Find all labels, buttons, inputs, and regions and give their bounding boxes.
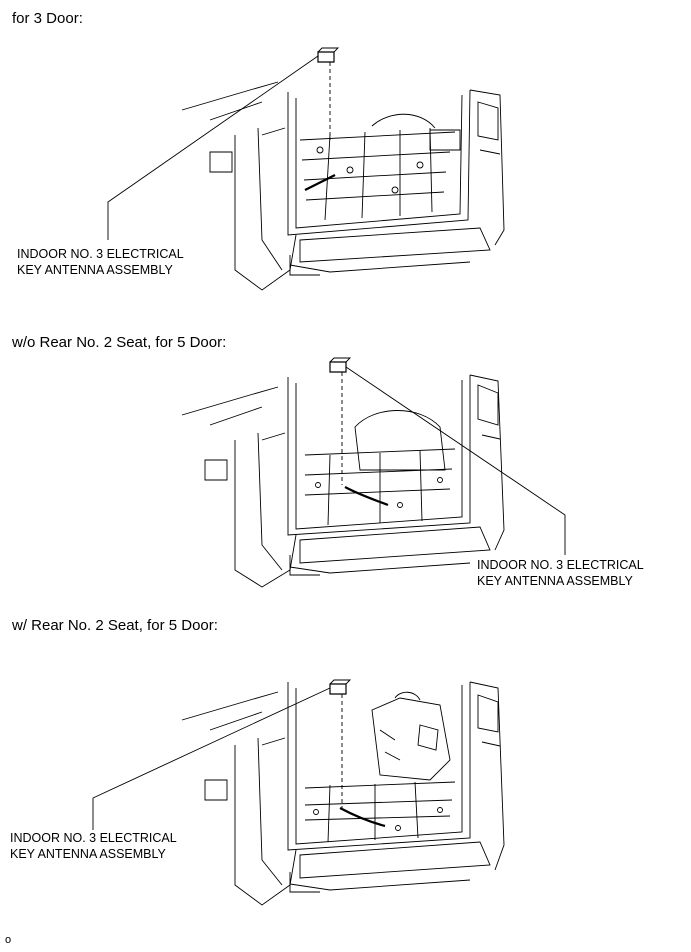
- callout-line-1: INDOOR NO. 3 ELECTRICAL: [17, 247, 184, 261]
- callout-line-2: KEY ANTENNA ASSEMBLY: [17, 263, 173, 277]
- section-heading-5-door-without-seat: w/o Rear No. 2 Seat, for 5 Door:: [12, 334, 227, 351]
- callout-line-1: INDOOR NO. 3 ELECTRICAL: [10, 831, 177, 845]
- callout-label-3-door: INDOOR NO. 3 ELECTRICAL KEY ANTENNA ASSE…: [17, 246, 184, 278]
- callout-label-5-door-without-seat: INDOOR NO. 3 ELECTRICAL KEY ANTENNA ASSE…: [477, 557, 644, 589]
- section-heading-3-door: for 3 Door:: [12, 10, 83, 27]
- section-heading-5-door-with-seat: w/ Rear No. 2 Seat, for 5 Door:: [12, 617, 218, 634]
- callout-line-1: INDOOR NO. 3 ELECTRICAL: [477, 558, 644, 572]
- callout-label-5-door-with-seat: INDOOR NO. 3 ELECTRICAL KEY ANTENNA ASSE…: [10, 830, 177, 862]
- vehicle-rear-illustration-5-door-with-seat: [0, 670, 691, 925]
- callout-line-2: KEY ANTENNA ASSEMBLY: [477, 574, 633, 588]
- vehicle-rear-illustration-5-door-without-seat: [0, 355, 691, 595]
- callout-line-2: KEY ANTENNA ASSEMBLY: [10, 847, 166, 861]
- vehicle-rear-illustration-3-door: [0, 40, 691, 300]
- figure-code: o: [5, 934, 12, 946]
